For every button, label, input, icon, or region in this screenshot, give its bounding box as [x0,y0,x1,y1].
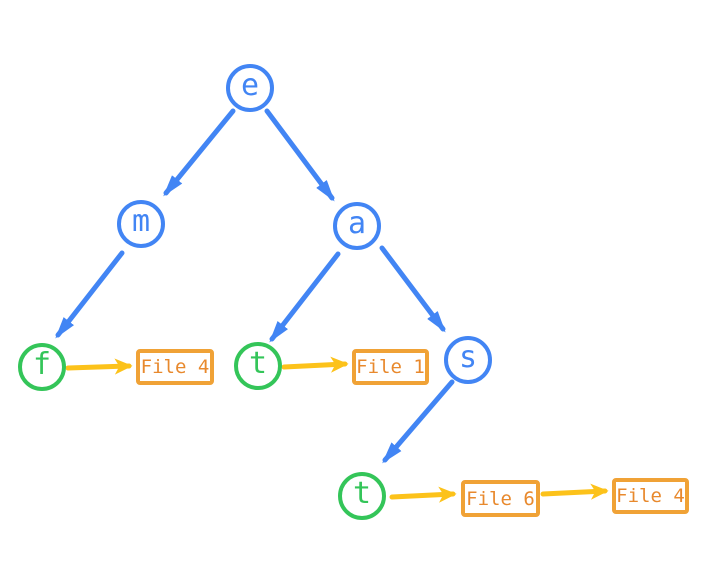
trie-node-f: f [18,343,66,391]
trie-node-a: a [333,202,381,250]
file-label: File 6 [466,487,535,510]
file-label: File 4 [616,485,685,507]
file-box-file1: File 1 [352,349,429,385]
node-label-t1: t [248,345,268,381]
edge-m-f [55,250,125,339]
file-label: File 4 [140,356,210,378]
edge-f-file4 [65,358,133,375]
edge-t1-file1 [281,356,349,373]
node-label-t2: t [352,475,372,511]
trie-node-s: s [444,336,492,384]
edge-a-t1 [269,251,341,343]
node-label-a: a [347,205,367,241]
file-box-file4-right: File 4 [612,478,689,514]
node-label-m: m [131,203,151,239]
node-label-s: s [458,339,478,375]
edge-s-t2 [382,379,455,464]
node-label-e: e [240,67,260,103]
trie-node-t-upper: t [234,342,282,390]
node-label-f: f [32,346,52,382]
edge-e-a [264,108,335,202]
edge-file6-file4 [540,483,609,500]
trie-node-t-lower: t [338,472,386,520]
edge-t2-file6 [389,486,457,503]
file-box-file6: File 6 [461,480,540,517]
trie-node-m: m [117,200,165,248]
file-label: File 1 [356,356,425,378]
file-box-file4-left: File 4 [136,349,214,385]
edge-a-s [379,245,446,333]
edge-e-m [163,108,236,197]
trie-node-e: e [226,64,274,112]
